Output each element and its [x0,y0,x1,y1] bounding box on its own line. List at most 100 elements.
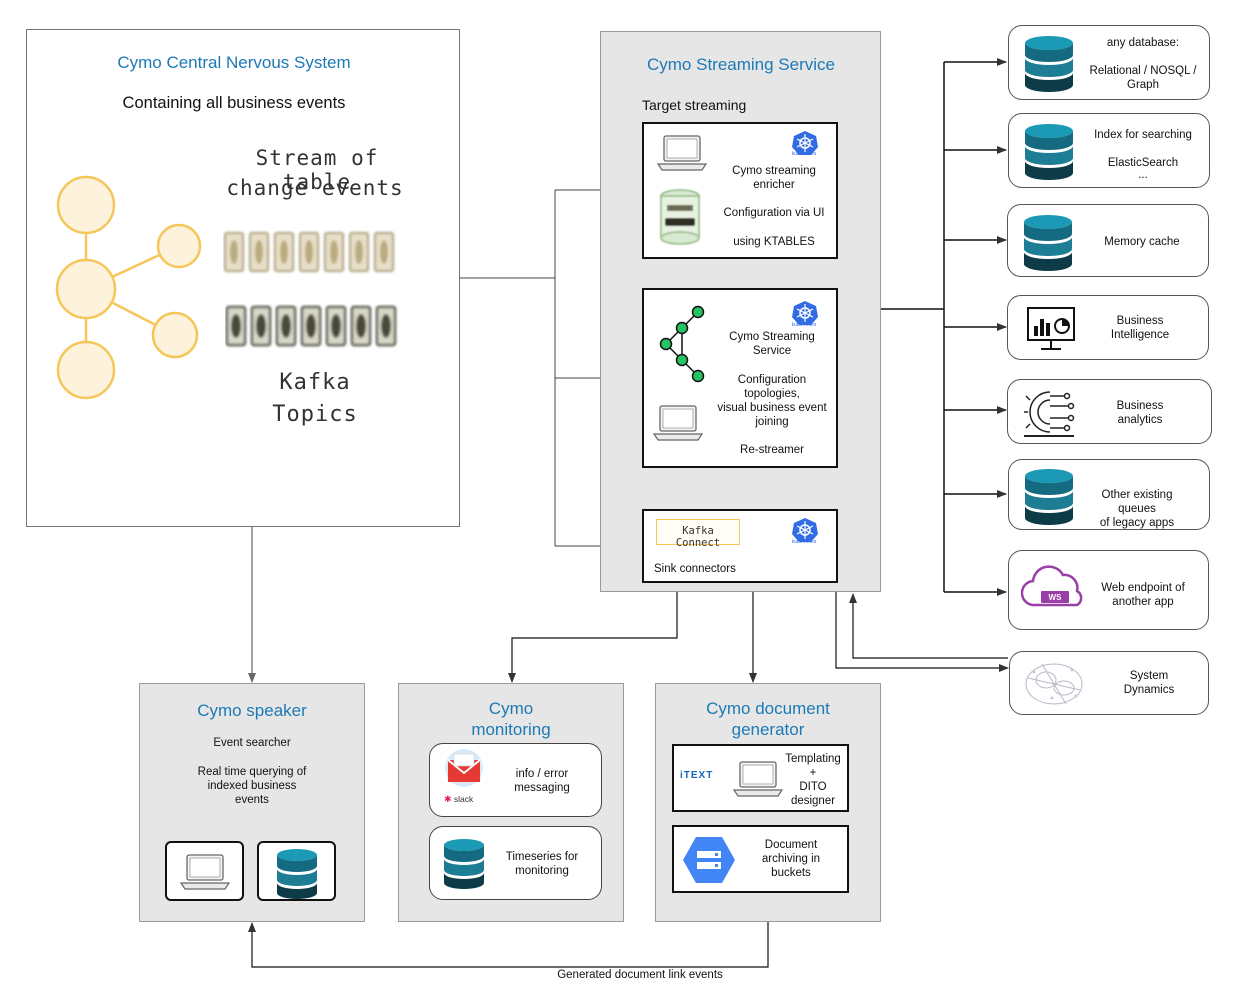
sink-connectors-label: Sink connectors [654,563,736,575]
ktables-icon [660,189,700,245]
target-system-dynamics: System Dynamics [1009,651,1209,715]
enricher-ktables-label: using KTABLES [733,236,815,248]
service-restreamer-label: Re-streamer [740,444,804,456]
system-dynamics-diagram-icon [1025,663,1083,705]
target-legacy-queues: Other existing queues of legacy apps [1008,459,1210,530]
service-config-line3: visual business event [717,402,827,414]
speaker-title: Cymo speaker [197,701,307,720]
docgen-title-line2: generator [731,720,805,739]
target-dynamics-line1: System [1129,670,1169,682]
central-subtitle: Containing all business events [122,94,346,112]
streaming-service-box: kubernetes Cymo Streaming Service Config… [642,288,838,468]
speaker-laptop-box [165,841,244,901]
kubernetes-icon [792,301,818,325]
target-analytics-line1: Business [1116,400,1164,412]
docgen-archiving-box: Document archiving in buckets [672,825,849,893]
topic-hub-sketch [55,175,202,400]
target-bi-line1: Business [1116,315,1164,327]
kubernetes-icon [792,518,818,542]
target-any-database: any database: Relational / NOSQL / Graph [1008,25,1210,100]
monitoring-title-line1: Cymo [488,699,534,718]
docgen-arch-line1: Document [764,839,818,851]
stream-label-line1: Stream of table [255,146,379,194]
docgen-arch-line2: archiving in [761,853,821,865]
target-dynamics-line2: Dynamics [1123,684,1175,696]
speaker-database-box [257,841,336,901]
kafka-connect-box: Kafka Connect kubernetes Sink connectors [642,509,838,583]
monitoring-msg-line1: info / error [515,768,569,780]
central-to-streaming-arrows [455,186,643,550]
table-change-events-row [224,232,394,272]
service-config-line1: Configuration [737,374,807,386]
database-icon [1025,124,1073,180]
service-name-line1: Cymo Streaming [729,331,815,343]
target-cache-label: Memory cache [1104,236,1180,248]
enricher-name-line1: Cymo streaming [732,165,816,177]
docgen-to-speaker-arrow [248,921,769,968]
target-search-line2: ElasticSearch [1107,157,1179,169]
generated-document-link-events-label: Generated document link events [557,969,723,981]
laptop-icon [652,405,704,441]
kubernetes-icon [792,131,818,155]
cloud-websocket-icon [1021,565,1083,607]
dashboard-chart-icon [1027,307,1075,350]
slack-icon: ✱ [444,794,452,804]
monitoring-messaging-box: ✱ slack info / error messaging [429,743,602,817]
laptop-icon [179,854,231,890]
mail-notification-icon [445,749,483,787]
target-queues-line2: queues [1118,503,1156,515]
target-queues-line1: Other existing [1101,489,1173,501]
monitoring-ts-line2: monitoring [515,865,569,877]
database-icon [444,839,484,889]
docgen-templating-box: iTEXT Templating + DITO designer [672,744,849,812]
streaming-title: Cymo Streaming Service [646,55,835,74]
monitoring-msg-line2: messaging [514,782,570,794]
database-icon [277,849,317,899]
streaming-enricher-box: kubernetes Cymo streaming enricher Confi… [642,122,838,259]
topology-graph-icon [659,305,705,383]
gear-circuit-icon [1024,391,1075,437]
speaker-line4: events [235,794,269,806]
target-queues-line3: of legacy apps [1099,517,1175,529]
ws-badge-text: WS [1048,593,1062,602]
monitoring-ts-line1: Timeseries for [505,851,579,863]
docgen-tpl-line1: Templating [785,753,841,765]
laptop-icon [732,761,784,797]
target-business-intelligence: Business Intelligence [1007,295,1209,360]
database-icon [1025,36,1073,92]
laptop-icon [656,135,708,171]
docgen-arch-line3: buckets [771,867,811,879]
kafka-connect-logo: Kafka Connect [656,519,740,549]
target-bi-line2: Intelligence [1110,329,1170,341]
target-database-line1: any database: [1106,37,1180,49]
target-web-line2: another app [1112,596,1174,608]
central-nervous-system-panel: Cymo Central Nervous System Containing a… [26,29,460,527]
monitoring-timeseries-box: Timeseries for monitoring [429,826,602,900]
target-analytics-line2: analytics [1117,414,1163,426]
service-config-line2: topologies, [744,388,800,400]
kafka-label-line1: Kafka [279,370,351,395]
itext-logo: iTEXT [680,770,714,781]
speaker-line2: Real time querying of [197,766,307,778]
target-search-line1: Index for searching [1094,129,1192,141]
target-database-line3: Graph [1127,79,1159,91]
speaker-line3: indexed business [207,780,297,792]
target-memory-cache: Memory cache [1007,204,1209,277]
kafka-connect-logo-text: Kafka Connect [675,525,721,549]
service-config-line4: joining [755,416,789,428]
stream-label-line2: change events [226,176,404,200]
docgen-tpl-line4: designer [790,795,836,807]
streaming-to-bottom-arrows [508,592,757,683]
target-search-line3: ... [1138,169,1148,181]
kafka-topic-events-row [225,305,397,347]
system-dynamics-arrows [835,592,1009,672]
slack-logo-text: slack [453,794,474,804]
streaming-to-targets-arrows [880,58,1007,596]
database-icon [1025,469,1073,525]
enricher-name-line2: enricher [753,179,795,191]
central-title: Cymo Central Nervous System [117,53,351,72]
docgen-title-line1: Cymo document [706,699,830,718]
streaming-subtitle: Target streaming [642,97,747,113]
docgen-tpl-line3: DITO [799,781,827,793]
target-search-index: Index for searching ElasticSearch ... [1008,113,1210,188]
